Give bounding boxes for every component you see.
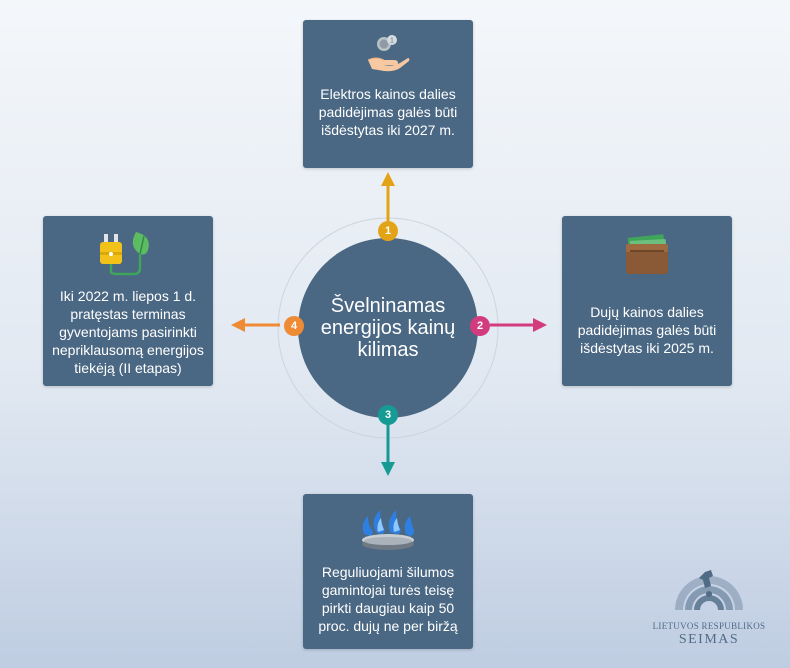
step-badge-2: 2 [470, 316, 490, 336]
step-badge-1: 1 [378, 221, 398, 241]
arrow-left [231, 318, 280, 332]
arrow-right [490, 318, 547, 332]
center-circle: Švelninamas energijos kainų kilimas [298, 238, 478, 418]
seimas-logo: LIETUVOS RESPUBLIKOS SEIMAS [646, 566, 772, 648]
plug-leaf-icon [98, 228, 158, 283]
center-title: Švelninamas energijos kainų kilimas [320, 295, 456, 361]
step-card-3: Reguliuojami šilumos gamintojai turės te… [303, 494, 473, 649]
seimas-emblem-icon [675, 570, 743, 610]
arrow-down [381, 424, 395, 476]
gas-burner-icon [356, 506, 420, 557]
logo-text-line1: LIETUVOS RESPUBLIKOS [652, 621, 766, 631]
arrow-up [381, 172, 395, 222]
svg-text:1: 1 [390, 38, 394, 45]
step-card-1: 1 Elektros kainos dalies padidėjimas gal… [303, 20, 473, 168]
step-card-4: Iki 2022 m. liepos 1 d. pratęstas termin… [43, 216, 213, 386]
step-text-2: Dujų kainos dalies padidėjimas galės būt… [577, 304, 717, 356]
step-text-4: Iki 2022 m. liepos 1 d. pratęstas termin… [52, 288, 204, 376]
hand-coin-icon: 1 [364, 34, 412, 79]
wallet-icon [622, 234, 672, 281]
step-badge-3: 3 [378, 405, 398, 425]
logo-text-line2: SEIMAS [678, 632, 740, 647]
step-text-1: Elektros kainos dalies padidėjimas galės… [318, 86, 458, 138]
step-badge-4: 4 [284, 316, 304, 336]
step-card-2: Dujų kainos dalies padidėjimas galės būt… [562, 216, 732, 386]
step-text-3: Reguliuojami šilumos gamintojai turės te… [318, 564, 458, 634]
